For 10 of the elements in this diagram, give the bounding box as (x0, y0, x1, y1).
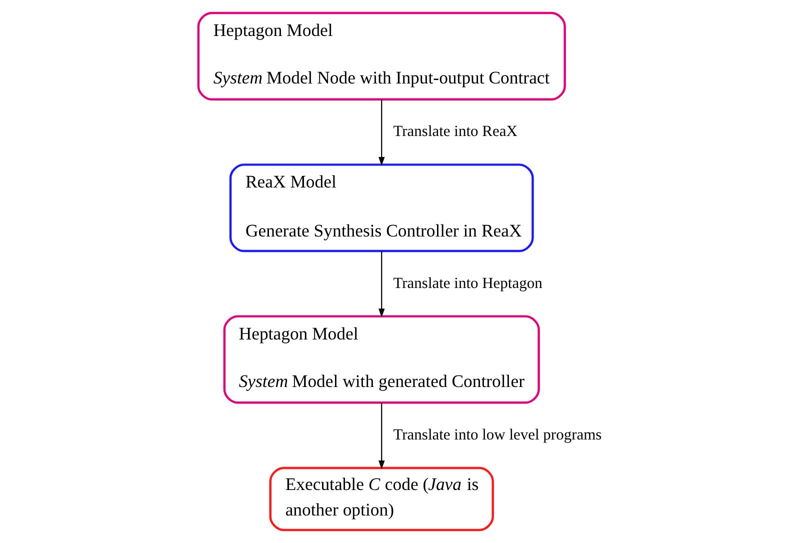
node-box: Executable C code (Java is another option) (268, 466, 494, 532)
edge-label: Translate into low level programs (392, 426, 602, 444)
edge-label: Translate into Heptagon (392, 274, 542, 292)
edge-label: Translate into ReaX (392, 123, 517, 140)
arrow (378, 402, 384, 470)
node-box: Heptagon Model System Model with generated Controller (222, 315, 540, 404)
node-box: Heptagon Model System Model Node with Input-output Contract (196, 12, 566, 100)
node-box: ReaX Model Generate Synthesis Controller in ReaX (228, 164, 534, 252)
arrow (378, 251, 384, 318)
arrow (378, 100, 384, 166)
